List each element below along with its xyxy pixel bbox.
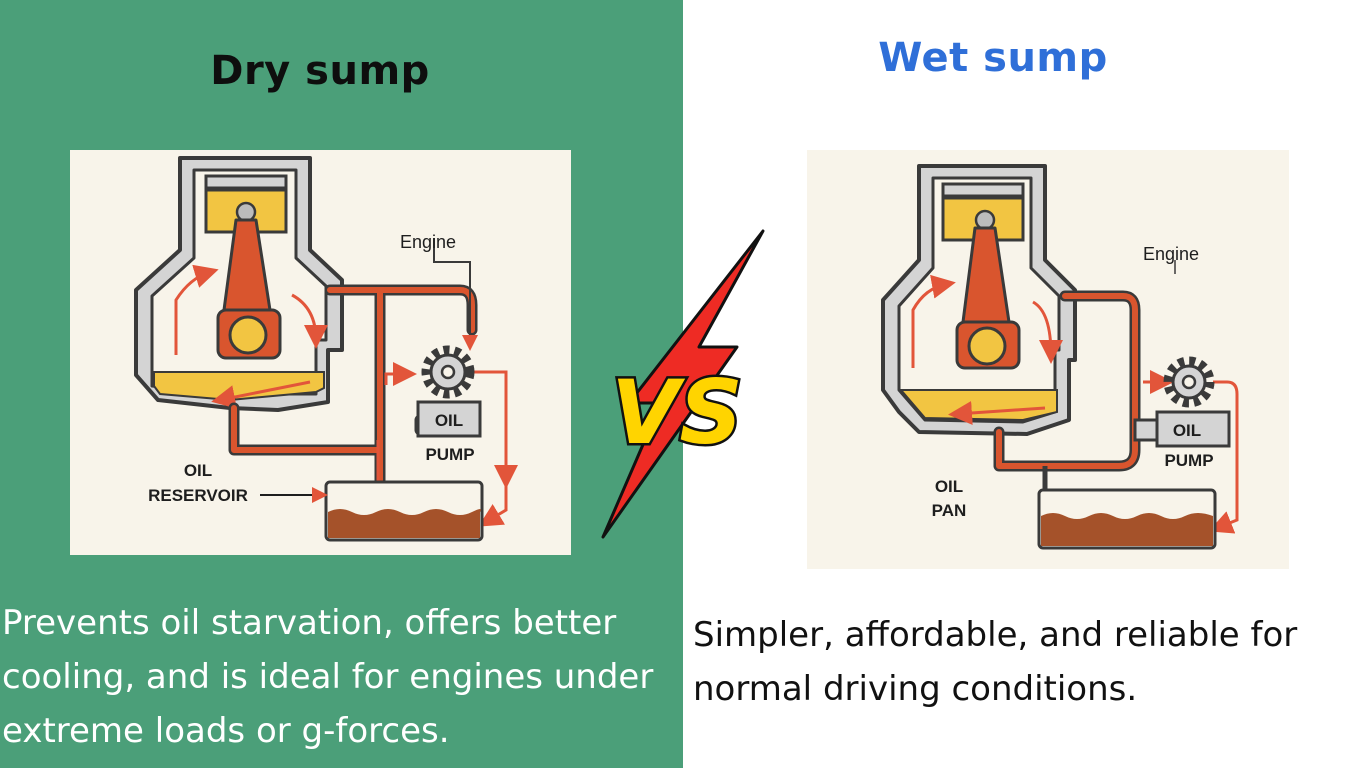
wet-pump-label-oil: OIL bbox=[1173, 421, 1201, 440]
wet-pump-label-pump: PUMP bbox=[1164, 451, 1213, 470]
dry-sump-caption: Prevents oil starvation, offers better c… bbox=[2, 603, 654, 751]
wet-engine-label: Engine bbox=[1143, 244, 1199, 264]
dry-reservoir-label-oil: OIL bbox=[184, 461, 212, 480]
wet-pan-label-oil: OIL bbox=[935, 477, 963, 496]
vs-text: VS bbox=[611, 361, 742, 464]
dry-engine-label: Engine bbox=[400, 232, 456, 252]
piston-icon bbox=[941, 182, 1025, 370]
lightning-bolt-icon bbox=[601, 229, 765, 539]
dry-sump-title: Dry sump bbox=[210, 48, 430, 94]
wet-sump-diagram: Engine OIL PUMP OIL PAN bbox=[807, 150, 1289, 569]
dry-sump-diagram: Engine OIL PUMP OIL RESERVOIR bbox=[70, 150, 571, 555]
dry-pump-label-pump: PUMP bbox=[425, 445, 474, 464]
gear-icon bbox=[421, 345, 475, 399]
wet-sump-caption: Simpler, affordable, and reliable for no… bbox=[693, 615, 1298, 709]
dry-reservoir-label: RESERVOIR bbox=[148, 486, 248, 505]
oil-reservoir bbox=[324, 480, 484, 542]
piston-icon bbox=[204, 174, 288, 360]
wet-pan-label: PAN bbox=[932, 501, 967, 520]
oil-pan bbox=[1037, 488, 1217, 550]
vs-badge: VS bbox=[601, 229, 765, 539]
wet-sump-title: Wet sump bbox=[878, 35, 1108, 81]
dry-pump-label-oil: OIL bbox=[435, 411, 463, 430]
gear-icon bbox=[1163, 356, 1215, 408]
